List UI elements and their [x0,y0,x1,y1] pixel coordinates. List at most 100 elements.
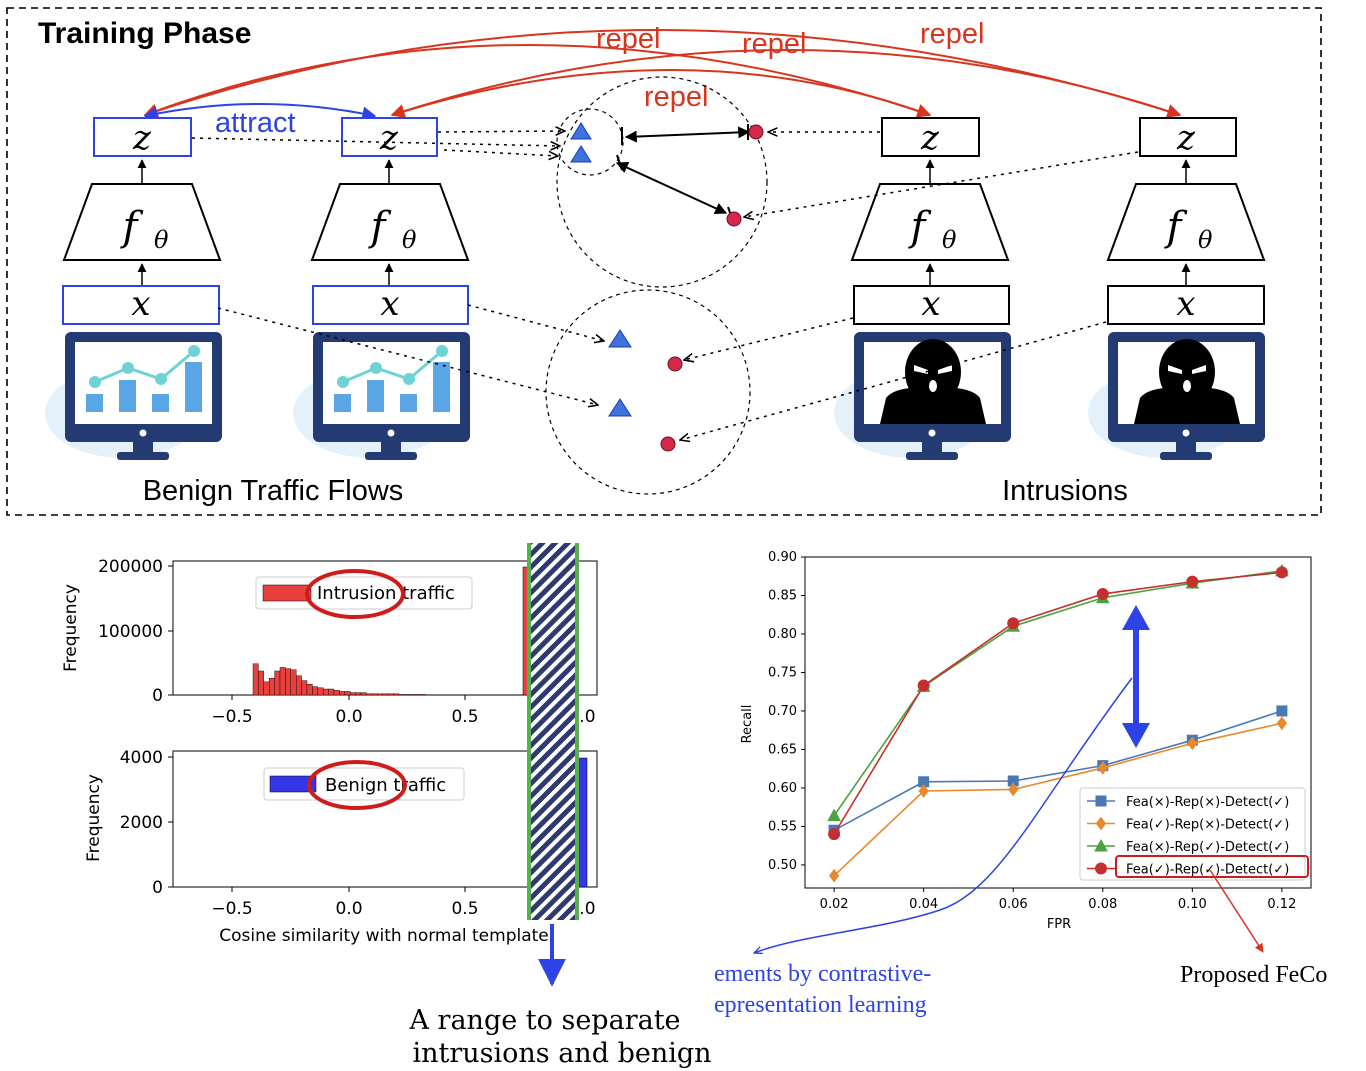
xtick: 0.0 [335,707,362,727]
intrusion-caption: Intrusions [1002,475,1128,507]
legend-label: Benign traffic [325,775,446,796]
attract-label: attract [215,107,296,139]
histogram-bar [350,692,356,696]
band-annotation: A range to separate intrusions and benig… [408,1005,711,1069]
repel-arcs: repel repel repel repel [143,18,1182,118]
legend-marker [1095,795,1107,807]
z-label: z [132,118,152,158]
ylabel: Frequency [61,584,81,672]
series-point-1 [1008,782,1019,797]
legend-marker [1095,816,1107,831]
chart-ytick-label: 0.65 [768,742,797,757]
x-label: x [921,284,940,324]
chart-ytick-label: 0.70 [768,704,797,719]
panel-title: Training Phase [38,17,251,50]
separation-band [529,543,577,920]
intrusion-point [667,356,683,372]
repel-arc-2 [143,29,1182,118]
chart-xtick-label: 0.04 [909,897,938,912]
chart-ytick-label: 0.55 [768,819,797,834]
histogram-bar [393,693,399,696]
series-line-2 [833,570,1283,817]
chart-ytick-label: 0.85 [768,588,797,603]
improvement-pointer [754,677,1133,953]
intrusion-histogram: 200000 100000 0 Frequency −0.5 0.0 0.5 1… [61,557,598,727]
histogram-bar [252,663,259,696]
intrusion-point [726,211,742,227]
chart-ytick-label: 0.75 [768,665,797,680]
theta-label: θ [1198,226,1213,254]
chart-xtick-label: 0.12 [1267,897,1296,912]
series-point-3 [1096,587,1109,600]
series-point-1 [918,784,929,798]
ytick: 200000 [98,557,163,577]
embedding-circle [556,76,768,288]
benign-cluster-circle [556,108,624,176]
chart-xtick-label: 0.06 [999,897,1028,912]
histogram-bar [398,694,405,696]
repel-arc-4 [390,49,1182,118]
theta-label: θ [402,226,417,254]
histogram-bar [312,686,318,696]
improvement-line1: ements by contrastive- [714,961,931,987]
z-label: z [920,118,940,158]
legend-swatch [269,775,317,793]
histogram-panel: 200000 100000 0 Frequency −0.5 0.0 0.5 1… [61,543,712,1069]
xtick: −0.5 [211,707,252,727]
xlabel: Cosine similarity with normal template [219,926,549,946]
chart-ytick-label: 0.90 [768,550,797,565]
chart-ytick-label: 0.60 [768,781,797,796]
legend-label: Intrusion traffic [317,583,455,604]
histogram-bar [301,680,308,696]
chart-ytick-label: 0.80 [768,627,797,642]
benign-point [608,329,632,348]
histogram-bar [328,688,335,696]
histogram-bar [317,687,324,696]
legend-label: Fea(×)-Rep(×)-Detect(✓) [1126,795,1289,810]
series-line-1 [833,722,1283,877]
histogram-bar [323,688,329,696]
theta-label: θ [154,226,169,254]
series-point-1 [1276,716,1288,731]
histogram-bar [269,678,275,696]
benign-point [570,145,592,163]
hacker-monitor-icon [834,332,1011,460]
histogram-bar [366,693,372,696]
histogram-bar [371,693,378,696]
chart-xtick-label: 0.08 [1088,897,1117,912]
chart-ticks: 0.900.850.800.750.700.650.600.550.500.02… [768,550,1296,912]
latent-space [191,76,1139,495]
series-line-3 [833,571,1282,835]
x-label: x [1176,284,1195,324]
training-phase-panel: Training Phase repel repel repel repel a… [6,7,1322,516]
histogram-bar [296,675,302,696]
legend-swatch [262,584,312,602]
benign-histogram: 4000 2000 0 Frequency −0.5 0.0 0.5 1.0 C… [84,748,598,946]
chart-xlabel: FPR [1047,917,1071,932]
chart-ytick-label: 0.50 [768,858,797,873]
series-point-3 [1275,566,1288,579]
x-box [853,285,1010,325]
histogram-bar [409,694,416,696]
histogram-bar [404,694,410,696]
histogram-bar [382,693,389,696]
legend-marker [1095,862,1107,875]
legend-marker [1094,838,1108,852]
theta-label: θ [942,226,957,254]
histogram-bar [344,691,351,696]
series-point-3 [917,679,930,692]
improvement-line2: epresentation learning [714,992,927,1018]
ytick: 0 [152,686,163,706]
histogram-bar [258,670,264,696]
benign-point [570,122,592,140]
xtick: −0.5 [211,899,252,919]
encoder-trapezoid [310,183,470,261]
histogram-bar [279,667,286,696]
chart-series [827,563,1289,883]
intrusion-bars [252,663,426,696]
recall-chart: 0.900.850.800.750.700.650.600.550.500.02… [714,550,1327,1018]
z-box [1139,117,1237,157]
panel-border [6,7,1322,516]
benign-caption: Benign Traffic Flows [143,475,404,507]
histogram-bar [263,681,270,696]
